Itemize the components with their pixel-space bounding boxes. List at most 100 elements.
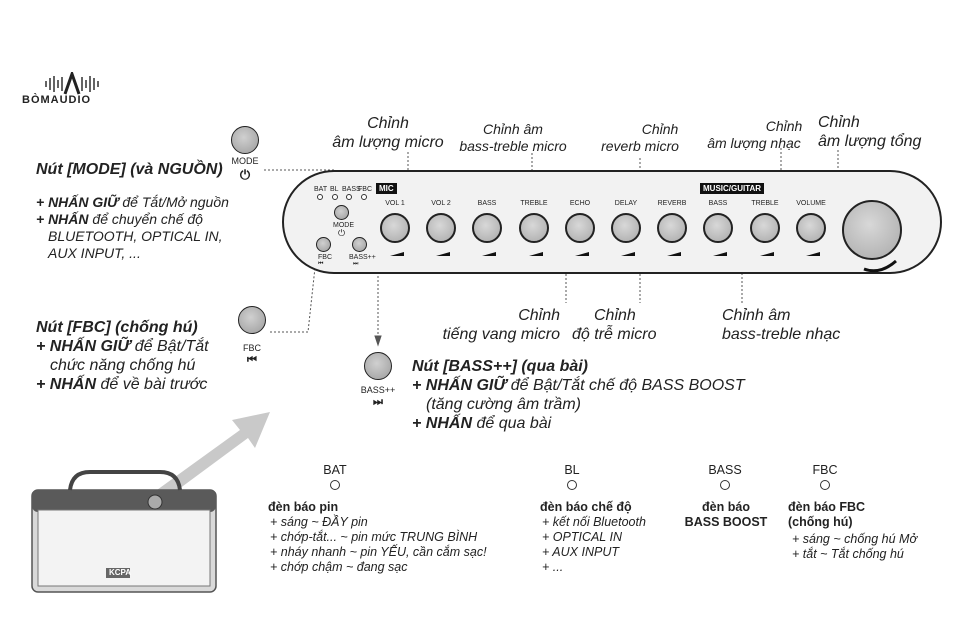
label-music-bass-treble: Chỉnh âm bass-treble nhạc <box>722 306 840 344</box>
label-echo-line2: tiếng vang micro <box>442 326 560 343</box>
mic-tag: MIC <box>376 183 397 194</box>
knob-label-echo: ECHO <box>569 200 591 207</box>
label-mic-bass-treble: Chỉnh âm bass-treble micro <box>448 121 578 155</box>
knob-label-vol2: VOL 2 <box>431 200 451 207</box>
label-delay-line2: độ trễ micro <box>572 326 657 343</box>
knob-mic-bass[interactable] <box>472 213 502 243</box>
sound-wave-icon <box>45 69 99 95</box>
label-echo-line1: Chỉnh <box>518 307 560 324</box>
indicator-title-bass: đèn báo BASS BOOST <box>676 500 776 530</box>
mode-title: Nút [MODE] (và NGUỒN) <box>36 161 223 178</box>
panel-fbc-button[interactable] <box>316 237 331 252</box>
bass-title-1: đèn báo <box>702 500 750 514</box>
knob-echo[interactable] <box>565 213 595 243</box>
panel-led-bass <box>346 194 352 200</box>
label-music-bt-line1: Chỉnh âm <box>722 307 791 324</box>
bat-line-2: + chớp-tắt... ~ pin mức TRUNG BÌNH <box>270 530 478 544</box>
label-mic-bt-line1: Chỉnh âm <box>483 121 543 137</box>
indicator-lines-bat: + sáng ~ ĐẦY pin + chớp-tắt... ~ pin mức… <box>270 515 487 575</box>
knob-label-reverb: REVERB <box>657 200 687 207</box>
indicator-lines-bl: + kết nối Bluetooth + OPTICAL IN + AUX I… <box>542 515 646 575</box>
mode-line-4: AUX INPUT, ... <box>48 245 141 261</box>
fbc-line-1-bold: + NHẤN GIỮ <box>36 338 131 355</box>
indicator-lines-fbc: + sáng ~ chống hú Mở + tắt ~ Tắt chống h… <box>792 532 917 562</box>
mode-line-2: để chuyển chế độ <box>88 211 203 227</box>
bass-line-3: để qua bài <box>472 415 552 432</box>
fbc-button-illustration <box>238 306 266 334</box>
mode-lines: + NHẤN GIỮ để Tắt/Mở nguồn + NHẤN để chu… <box>36 194 229 262</box>
fbc-line-3: để về bài trước <box>96 376 208 393</box>
fbc-ind-line-1: + sáng ~ chống hú Mở <box>792 532 917 546</box>
label-delay: Chỉnh độ trễ micro <box>572 306 656 344</box>
indicator-led-bat <box>330 480 340 490</box>
knob-music-volume[interactable] <box>796 213 826 243</box>
label-music-vol-line2: âm lượng nhạc <box>707 135 801 151</box>
label-echo: Chỉnh tiếng vang micro <box>430 306 560 344</box>
knob-label-delay: DELAY <box>614 200 638 207</box>
label-music-vol-line1: Chỉnh <box>765 118 803 134</box>
fbc-lines: + NHẤN GIỮ để Bật/Tắt chức năng chống hú… <box>36 337 209 394</box>
label-master-line2: âm lượng tổng <box>818 133 922 150</box>
bl-line-3: + AUX INPUT <box>542 545 619 559</box>
mode-button-label: MODE <box>231 156 259 166</box>
next-track-icon: ⏭ <box>373 396 383 408</box>
bat-line-4: + chớp chậm ~ đang sạc <box>270 560 408 574</box>
label-mic-volume-line2: âm lượng micro <box>332 134 444 151</box>
knob-label-mic-treble: TREBLE <box>520 200 548 207</box>
bass-line-1-bold: + NHẤN GIỮ <box>412 377 507 394</box>
mode-button-illustration <box>231 126 259 154</box>
panel-led-bat <box>317 194 323 200</box>
panel-mode-label: MODE <box>333 222 354 229</box>
panel-prev-icon: ⏮ <box>318 261 324 267</box>
knob-vol1[interactable] <box>380 213 410 243</box>
knob-label-music-volume: VOLUME <box>796 200 826 207</box>
knob-level-marks <box>390 252 820 256</box>
panel-bass-boost-label: BASS++ <box>349 254 376 261</box>
panel-bass-boost-button[interactable] <box>352 237 367 252</box>
bat-line-3: + nháy nhanh ~ pin YẾU, cần cắm sạc! <box>270 545 487 559</box>
label-master-line1: Chỉnh <box>818 114 860 131</box>
knob-label-music-bass: BASS <box>708 200 728 207</box>
bass-title: Nút [BASS++] (qua bài) <box>412 358 589 375</box>
mode-line-2-bold: + NHẤN <box>36 211 89 227</box>
fbc-title-2: (chống hú) <box>788 515 853 529</box>
indicator-led-bass <box>720 480 730 490</box>
knob-delay[interactable] <box>611 213 641 243</box>
bl-line-1: + kết nối Bluetooth <box>542 515 646 529</box>
label-music-volume: Chỉnh âm lượng nhạc <box>694 118 814 152</box>
label-reverb: Chỉnh reverb micro <box>590 121 690 155</box>
knob-vol2[interactable] <box>426 213 456 243</box>
panel-fbc-label: FBC <box>318 254 332 261</box>
fbc-title-1: đèn báo FBC <box>788 500 866 514</box>
knob-label-music-treble: TREBLE <box>751 200 779 207</box>
mode-line-1: để Tắt/Mở nguồn <box>118 194 229 210</box>
knob-mic-treble[interactable] <box>519 213 549 243</box>
bass-button-illustration <box>364 352 392 380</box>
knob-master-volume[interactable] <box>842 200 902 260</box>
knob-music-treble[interactable] <box>750 213 780 243</box>
fbc-line-2: chức năng chống hú <box>50 357 196 374</box>
panel-led-bl <box>332 194 338 200</box>
indicator-title-fbc: đèn báo FBC (chống hú) <box>788 500 865 530</box>
bass-line-2: (tăng cường âm trầm) <box>426 396 581 413</box>
bass-line-3-bold: + NHẤN <box>412 415 473 432</box>
panel-led-label-bass: BASS <box>342 186 361 193</box>
fbc-line-1: để Bật/Tắt <box>130 338 209 355</box>
fbc-line-3-bold: + NHẤN <box>36 376 97 393</box>
bat-line-1: + sáng ~ ĐẦY pin <box>270 515 368 529</box>
mode-line-1-bold: + NHẤN GIỮ <box>36 194 119 210</box>
speaker-illustration <box>31 470 217 593</box>
bass-lines: + NHẤN GIỮ để Bật/Tắt chế độ BASS BOOST … <box>412 376 745 433</box>
knob-reverb[interactable] <box>657 213 687 243</box>
panel-led-label-bl: BL <box>330 186 339 193</box>
speaker-brand: KCPA <box>108 568 132 577</box>
mode-line-3: BLUETOOTH, OPTICAL IN, <box>48 228 223 244</box>
logo-text: BÒMAUDIO <box>22 94 92 106</box>
knob-label-vol1: VOL 1 <box>385 200 405 207</box>
fbc-button-label: FBC <box>243 343 261 353</box>
indicator-title-bat: đèn báo pin <box>268 500 339 514</box>
panel-led-label-fbc: FBC <box>358 186 372 193</box>
panel-next-icon: ⏭ <box>353 261 359 267</box>
knob-music-bass[interactable] <box>703 213 733 243</box>
panel-mode-button[interactable] <box>334 205 349 220</box>
